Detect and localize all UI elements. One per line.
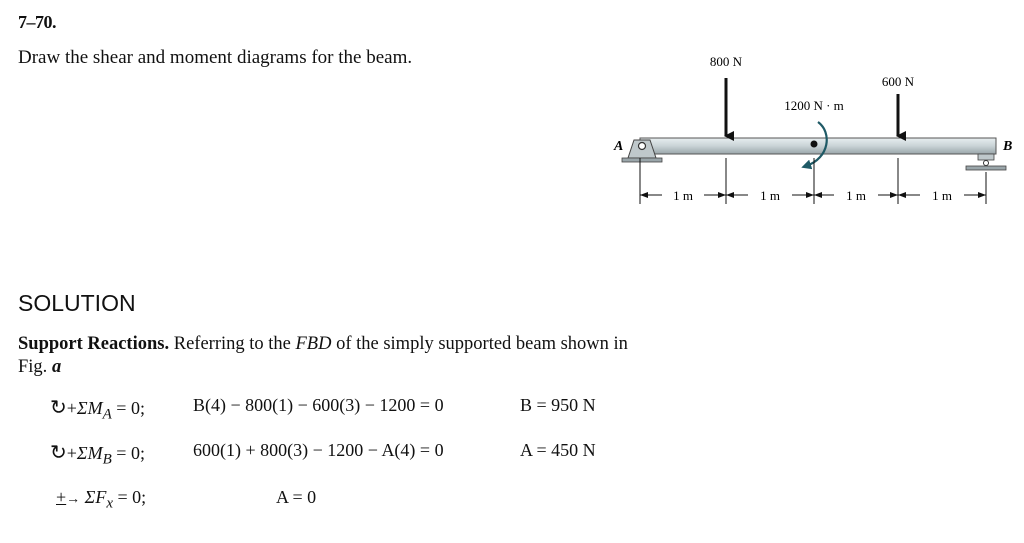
- equation-sum-ma-label: ↻+ΣMA = 0;: [50, 397, 145, 423]
- equation-sum-mb-label: ↻+ΣMB = 0;: [50, 442, 145, 468]
- problem-statement: Draw the shear and moment diagrams for t…: [18, 47, 413, 68]
- solution-heading: SOLUTION: [18, 290, 136, 316]
- para-fbd: FBD: [295, 334, 332, 354]
- equation-sum-fx-label: +→ ΣFx = 0;: [56, 487, 147, 512]
- sum-sub: x: [106, 495, 114, 512]
- sum-tail: = 0;: [113, 487, 147, 507]
- equation-ax-result: A = 0: [276, 487, 317, 507]
- span-label: 1 m: [673, 188, 693, 203]
- para-text: Referring to the: [169, 334, 296, 354]
- load-600-label: 600 N: [882, 74, 915, 89]
- dimension-lines: [639, 158, 987, 204]
- support-reactions-paragraph: Support Reactions. Referring to the FBD …: [18, 333, 678, 379]
- moment-curve-arrow: [801, 121, 828, 170]
- equation-sum-mb-expression: 600(1) + 800(3) − 1200 − A(4) = 0: [193, 440, 444, 460]
- span-label: 1 m: [846, 188, 866, 203]
- beam: [639, 137, 997, 155]
- support-b-label: B: [1002, 139, 1012, 154]
- para-text-2: of the simply supported beam shown in: [331, 334, 628, 354]
- equation-ay-result: A = 450 N: [520, 440, 596, 460]
- equation-sum-ma-expression: B(4) − 800(1) − 600(3) − 1200 = 0: [193, 395, 444, 415]
- beam-figure: 800 N 600 N 1200 N · m A B 1 m 1 m 1 m 1…: [613, 54, 1012, 204]
- sum-symbol: ΣM: [76, 443, 103, 463]
- sum-tail: = 0;: [111, 443, 145, 463]
- pin-support-a: [621, 139, 663, 163]
- sum-sub: B: [102, 451, 112, 468]
- sum-symbol: ΣM: [76, 398, 103, 418]
- span-label: 1 m: [760, 188, 780, 203]
- support-a-label: A: [613, 139, 623, 154]
- equation-by-result: B = 950 N: [520, 395, 596, 415]
- moment-label: 1200 N · m: [784, 98, 844, 113]
- para-fig: Fig.: [18, 357, 52, 377]
- para-fig-letter: a: [51, 357, 62, 377]
- roller-support-b: [965, 153, 1007, 171]
- sum-symbol: ΣF: [84, 487, 107, 507]
- span-label: 1 m: [932, 188, 952, 203]
- sum-tail: = 0;: [111, 398, 145, 418]
- support-reactions-title: Support Reactions.: [18, 334, 170, 354]
- sum-sub: A: [102, 406, 112, 423]
- load-800-label: 800 N: [710, 54, 743, 69]
- problem-number: 7–70.: [18, 12, 57, 32]
